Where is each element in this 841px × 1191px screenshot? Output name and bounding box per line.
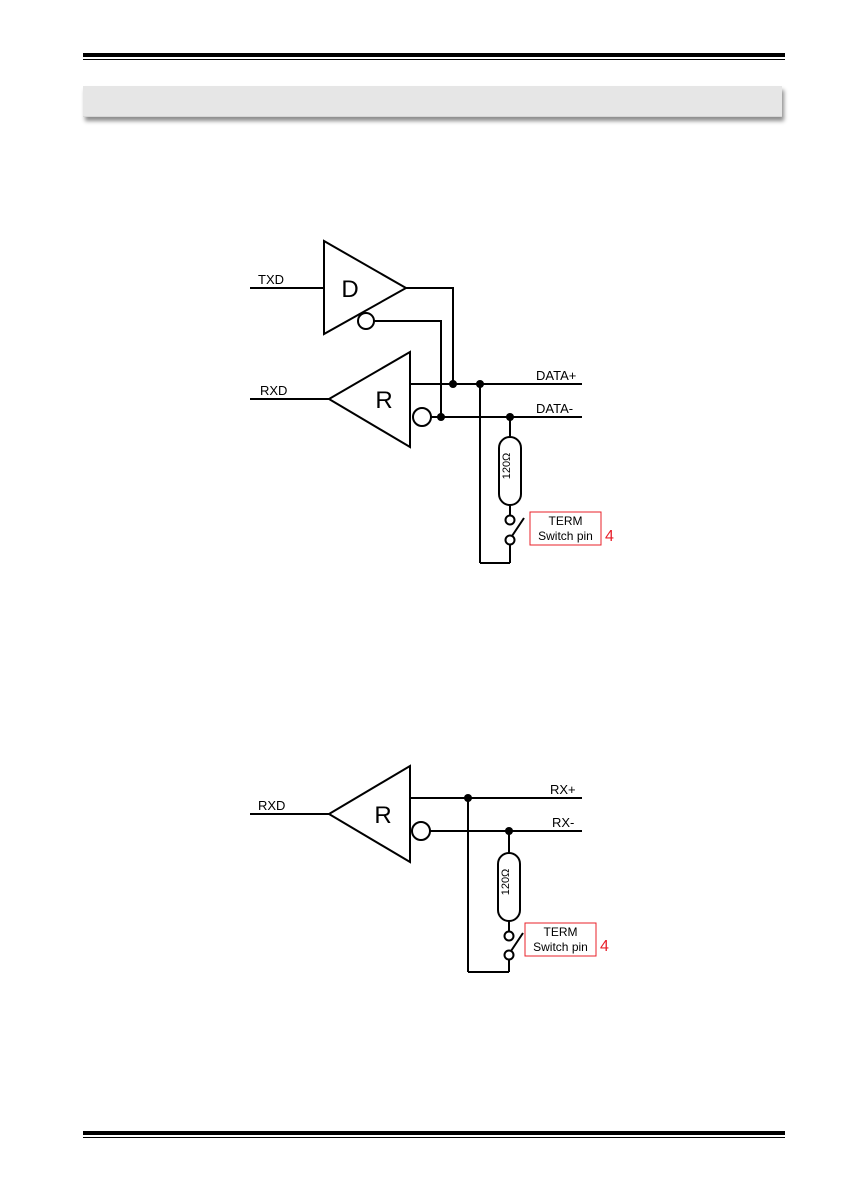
term-label-line2: Switch pin — [533, 940, 588, 954]
footer-rule — [83, 1131, 785, 1135]
receiver-letter: R — [374, 802, 391, 829]
resistor-value-label: 120Ω — [500, 869, 512, 896]
receiver-triangle — [329, 766, 410, 862]
rx-plus-label: RX+ — [550, 782, 576, 797]
rxd-label: RXD — [258, 798, 285, 813]
term-label-line1: TERM — [544, 925, 578, 939]
switch-contact-bottom — [505, 951, 514, 960]
switch-contact-top — [505, 932, 514, 941]
footer-rule-thin — [83, 1137, 785, 1138]
pin-number-annotation: 4 — [600, 938, 609, 955]
junction-dot — [505, 827, 513, 835]
rx-minus-label: RX- — [552, 815, 574, 830]
junction-dot — [464, 794, 472, 802]
receiver-inverting-bubble — [412, 822, 430, 840]
